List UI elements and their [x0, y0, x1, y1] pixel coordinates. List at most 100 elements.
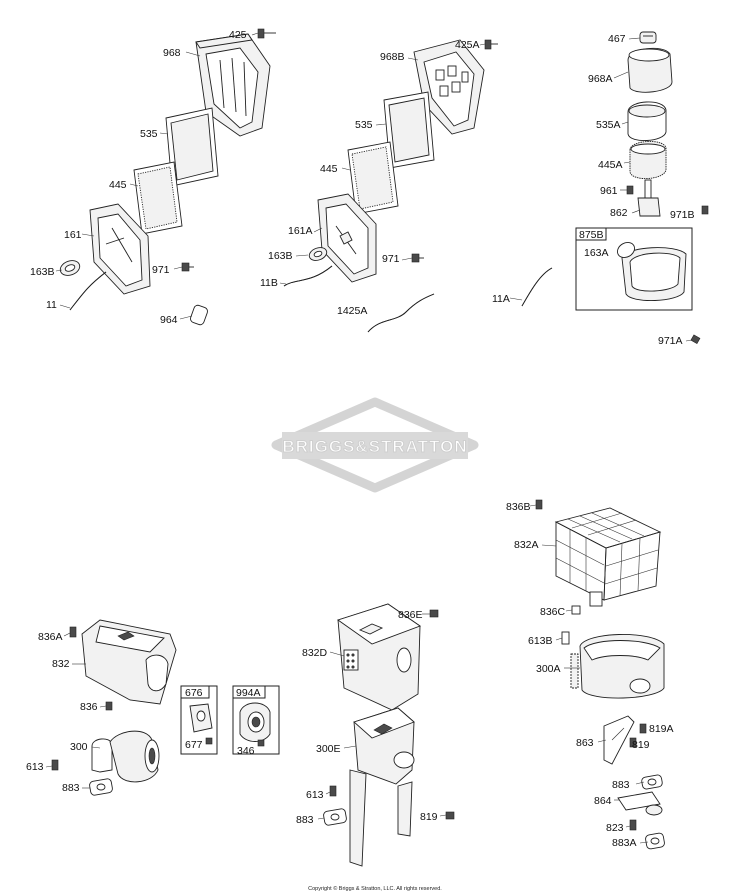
callout-968B: 968B [380, 51, 405, 63]
callout-836C: 836C [540, 606, 566, 618]
callout-535: 535 [140, 128, 158, 140]
callout-467: 467 [608, 33, 626, 45]
callout-964: 964 [160, 314, 178, 326]
screw-971 [181, 262, 194, 272]
air-cleaner-base-161A [317, 193, 377, 283]
callout-823: 823 [606, 822, 624, 834]
callout-535-b: 535 [355, 119, 373, 131]
pre-cleaner-535A [627, 101, 667, 141]
air-cleaner-base-161 [89, 203, 151, 295]
screw-613-c [329, 785, 337, 797]
sleeve-964 [190, 304, 208, 326]
callout-613: 613 [26, 761, 44, 773]
group-top-middle: 425A 968B 535 445 161A 163B 971 11B 1425… [260, 39, 498, 333]
callout-346: 346 [237, 745, 255, 757]
callout-961: 961 [600, 185, 618, 197]
screw-836A [69, 626, 77, 638]
callout-11: 11 [46, 299, 57, 311]
callout-163B-b: 163B [268, 250, 293, 262]
gasket-883-c [323, 808, 347, 826]
box-label-994A: 994A [236, 687, 261, 699]
bracket-862 [637, 179, 661, 217]
callout-163A: 163A [584, 247, 609, 259]
knob-467 [639, 31, 657, 44]
screw-961 [626, 185, 634, 195]
group-top-left: 425 968 535 445 161 163B 971 11 964 [30, 28, 276, 326]
callout-613-c: 613 [306, 789, 324, 801]
hose-1425A [367, 293, 435, 333]
box-label-676: 676 [185, 687, 203, 699]
tube-11A [521, 267, 553, 307]
muffler-300A [579, 634, 665, 699]
callout-425: 425 [229, 29, 247, 41]
callout-445A: 445A [598, 159, 623, 171]
callout-832A: 832A [514, 539, 539, 551]
callout-836: 836 [80, 701, 98, 713]
callout-300: 300 [70, 741, 88, 753]
screw-425 [257, 28, 276, 39]
callout-971B: 971B [670, 209, 695, 221]
screw-819-b [629, 737, 637, 748]
callout-836E: 836E [398, 609, 423, 621]
callout-535A: 535A [596, 119, 621, 131]
pre-cleaner-535 [165, 107, 219, 187]
copyright-notice: Copyright © Briggs & Stratton, LLC. All … [308, 885, 442, 892]
screw-971-b [411, 253, 424, 263]
kit-box-994A: 994A 346 [232, 685, 280, 757]
callout-300E: 300E [316, 743, 341, 755]
air-filter-445 [133, 161, 183, 235]
callout-445: 445 [109, 179, 127, 191]
callout-883-b: 883 [612, 779, 630, 791]
muffler-300 [91, 730, 160, 783]
screw-836C [571, 605, 581, 615]
callout-883A: 883A [612, 837, 637, 849]
screw-819 [445, 811, 455, 820]
callout-832: 832 [52, 658, 70, 670]
callout-161: 161 [64, 229, 82, 241]
air-cleaner-cover-968B [413, 39, 485, 135]
callout-971A: 971A [658, 335, 683, 347]
bracket-863 [603, 715, 635, 765]
callout-968A: 968A [588, 73, 613, 85]
group-bottom-right: 836B 832A 836C 613B 300A 819A 863 819 88… [506, 499, 674, 850]
screw-823 [629, 819, 637, 831]
gasket-883A [645, 832, 665, 850]
callout-425A: 425A [455, 39, 480, 51]
kit-box-676: 676 677 [180, 685, 218, 755]
screw-971A [690, 334, 701, 345]
brand-watermark: BRIGGS&STRATTON [271, 397, 479, 493]
muffler-300E [349, 707, 415, 867]
gasket-163B [59, 260, 81, 276]
callout-445-b: 445 [320, 163, 338, 175]
screw-836 [105, 701, 113, 711]
breather-tube-11 [69, 271, 107, 311]
callout-971-b: 971 [382, 253, 400, 265]
watermark-text: BRIGGS&STRATTON [282, 437, 467, 456]
callout-863: 863 [576, 737, 594, 749]
air-filter-445-b [347, 141, 399, 215]
screw-613B [561, 631, 579, 689]
box-label-875B: 875B [579, 229, 604, 241]
kit-box-875B: 875B 163A [575, 227, 693, 311]
callout-300A: 300A [536, 663, 561, 675]
callout-819-b: 819 [632, 739, 650, 751]
screw-819A [639, 723, 647, 734]
screw-613 [51, 759, 59, 771]
callout-864: 864 [594, 795, 612, 807]
callout-161A: 161A [288, 225, 313, 237]
group-bottom-left: 676 677 994A 346 836A 832 836 300 613 88… [26, 619, 280, 796]
wire-guard-832A [554, 507, 662, 607]
shroud-832D [337, 603, 421, 711]
callout-677: 677 [185, 739, 203, 751]
group-bottom-middle: 836E 832D 300E 613 883 819 [296, 603, 455, 867]
callout-613B: 613B [528, 635, 553, 647]
bracket-864 [617, 791, 663, 816]
gasket-883-b [641, 774, 663, 790]
screw-971B [701, 205, 709, 215]
air-cleaner-cover-968 [195, 33, 271, 137]
air-filter-445A [629, 141, 667, 179]
callout-832D: 832D [302, 647, 328, 659]
callout-11B: 11B [260, 277, 278, 289]
